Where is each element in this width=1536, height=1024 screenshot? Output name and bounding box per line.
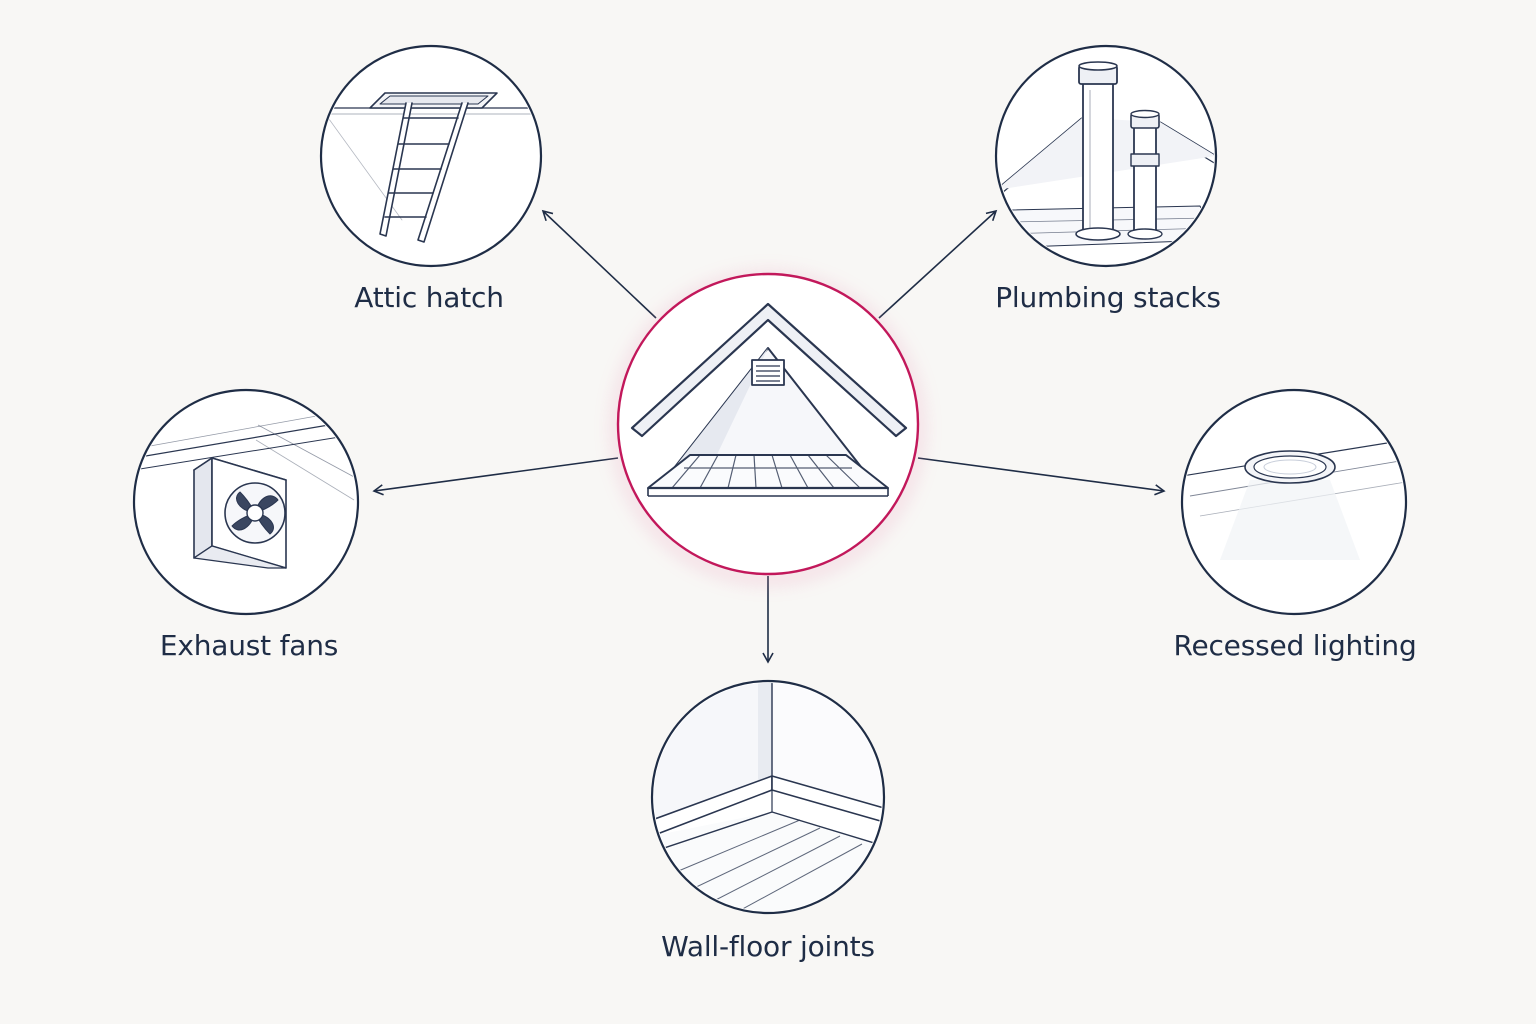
fan-icon [136,409,356,569]
connector-arrows [372,209,1166,664]
label-exhaust-fans: Exhaust fans [159,629,339,662]
wall-floor-joints-node [650,679,886,915]
arrow-to-attic-hatch [541,209,657,319]
attic-hatch-node [319,44,543,268]
ceiling-light-icon [1184,439,1404,560]
label-recessed-lighting: Recessed lighting [1173,629,1417,662]
label-attic-hatch: Attic hatch [354,281,504,314]
label-wall-floor-joints: Wall-floor joints [661,930,875,963]
attic-interior-icon [630,302,908,497]
ladder-icon [323,92,539,243]
exhaust-fans-node [132,388,360,616]
arrow-to-exhaust-fans [372,457,619,496]
arrow-to-plumbing-stacks [878,209,998,319]
center-attic-node [613,272,923,583]
recessed-lighting-node [1180,388,1408,616]
arrow-to-recessed-lighting [917,457,1166,496]
label-plumbing-stacks: Plumbing stacks [995,281,1221,314]
vent-pipe-icon [998,61,1214,249]
plumbing-stacks-node [994,44,1218,268]
